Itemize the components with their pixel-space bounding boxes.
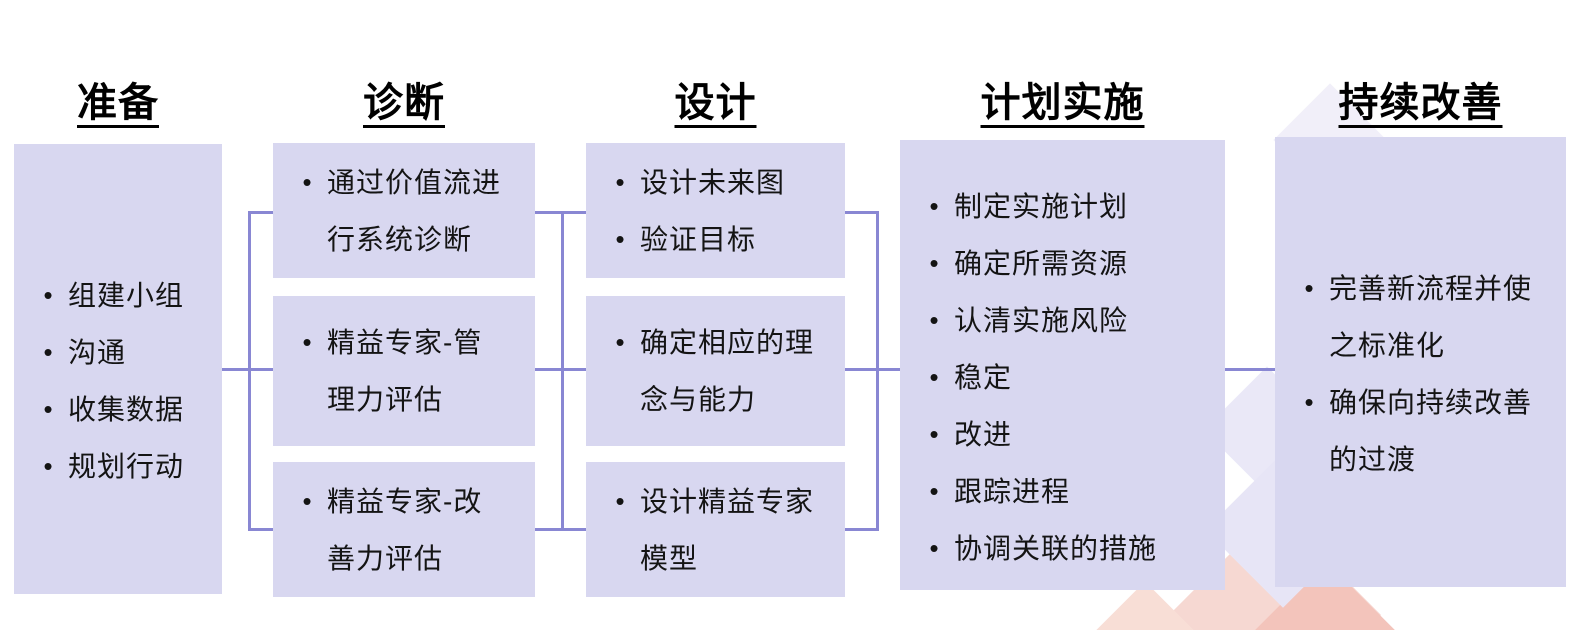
bullet-item: • 收集数据 bbox=[28, 381, 218, 438]
bullet-dot: • bbox=[615, 485, 625, 516]
bullet-item: • 完善新流程并使之标准化 bbox=[1289, 260, 1562, 374]
heading-text: 设计 bbox=[674, 81, 757, 125]
bullet-item: • 规划行动 bbox=[28, 438, 218, 495]
bullet-item-text: 验证目标 bbox=[640, 223, 757, 255]
bullet-dot: • bbox=[302, 485, 312, 516]
bullet-item-text: 完善新流程并使之标准化 bbox=[1329, 273, 1533, 361]
connector-2-3-bottom-stub bbox=[535, 528, 588, 531]
stage-box-diagnosis-2: • 精益专家-管理力评估 bbox=[273, 296, 535, 446]
bullet-dot: • bbox=[615, 166, 625, 197]
connector-1-2-vertical bbox=[248, 211, 251, 531]
bullet-dot: • bbox=[929, 304, 939, 335]
connector-3-4-mid-stub bbox=[845, 368, 900, 371]
bullet-item: • 稳定 bbox=[914, 349, 1221, 406]
bullet-item-text: 精益专家-改善力评估 bbox=[327, 485, 483, 574]
bullet-item-text: 稳定 bbox=[954, 361, 1013, 393]
bullet-dot: • bbox=[43, 280, 53, 310]
connector-1-2-bottom-stub bbox=[248, 528, 275, 531]
bullet-item-text: 组建小组 bbox=[68, 280, 185, 311]
bullet-dot: • bbox=[1304, 273, 1314, 303]
connector-1-2-top-stub bbox=[248, 211, 275, 214]
bullet-item-text: 沟通 bbox=[68, 337, 127, 368]
bullet-dot: • bbox=[929, 475, 939, 506]
bullet-dot: • bbox=[929, 247, 939, 278]
bullet-dot: • bbox=[615, 327, 625, 357]
stage-box-design-2: • 确定相应的理念与能力 bbox=[586, 296, 845, 446]
bullet-dot: • bbox=[302, 327, 312, 357]
column-heading-diagnosis: 诊断 bbox=[273, 70, 535, 125]
bullet-item: • 验证目标 bbox=[600, 211, 841, 268]
bullet-dot: • bbox=[302, 166, 312, 197]
bullet-item-text: 设计精益专家模型 bbox=[640, 485, 815, 574]
bullet-item-text: 认清实施风险 bbox=[954, 304, 1129, 336]
bullet-dot: • bbox=[43, 337, 53, 367]
stage-box-diagnosis-3: • 精益专家-改善力评估 bbox=[273, 462, 535, 597]
bullet-item: • 制定实施计划 bbox=[914, 178, 1221, 235]
bullet-item: • 设计未来图 bbox=[600, 154, 841, 211]
heading-text: 持续改善 bbox=[1338, 81, 1503, 125]
bullet-item-text: 设计未来图 bbox=[640, 166, 786, 198]
bullet-dot: • bbox=[43, 394, 53, 424]
bullet-item: • 确保向持续改善的过渡 bbox=[1289, 374, 1562, 488]
bullet-item-text: 规划行动 bbox=[68, 451, 185, 482]
stage-box-continuous-improvement: • 完善新流程并使之标准化 • 确保向持续改善的过渡 bbox=[1275, 137, 1566, 587]
bullet-item: • 设计精益专家模型 bbox=[600, 473, 841, 587]
bullet-dot: • bbox=[615, 223, 625, 254]
connector-1-2-mid-stub bbox=[222, 368, 275, 371]
bullet-item-text: 确定相应的理念与能力 bbox=[640, 327, 815, 415]
connector-2-3-top-stub bbox=[535, 211, 588, 214]
stage-box-design-1: • 设计未来图 • 验证目标 bbox=[586, 143, 845, 278]
bullet-item: • 改进 bbox=[914, 406, 1221, 463]
column-heading-plan-implementation: 计划实施 bbox=[900, 70, 1225, 125]
bullet-item: • 通过价值流进行系统诊断 bbox=[287, 154, 531, 268]
bullet-dot: • bbox=[929, 418, 939, 449]
bullet-item: • 组建小组 bbox=[28, 267, 218, 324]
bullet-item: • 协调关联的措施 bbox=[914, 520, 1221, 577]
stage-box-diagnosis-1: • 通过价值流进行系统诊断 bbox=[273, 143, 535, 278]
bullet-item-text: 跟踪进程 bbox=[954, 475, 1071, 507]
bullet-item-text: 制定实施计划 bbox=[954, 190, 1129, 222]
bullet-dot: • bbox=[1304, 387, 1314, 417]
heading-text: 计划实施 bbox=[980, 81, 1145, 125]
bullet-item-text: 改进 bbox=[954, 418, 1013, 450]
stage-box-plan-implementation: • 制定实施计划 • 确定所需资源 • 认清实施风险 • 稳定 • 改进 • 跟踪进程 • 协调关联的措施 bbox=[900, 140, 1225, 590]
connector-3-4-bottom-stub bbox=[845, 528, 879, 531]
bullet-item: • 跟踪进程 bbox=[914, 463, 1221, 520]
bullet-dot: • bbox=[929, 532, 939, 563]
column-heading-continuous-improvement: 持续改善 bbox=[1275, 70, 1566, 125]
bullet-item-text: 精益专家-管理力评估 bbox=[327, 327, 483, 415]
column-heading-preparation: 准备 bbox=[14, 70, 222, 125]
heading-text: 准备 bbox=[77, 81, 159, 125]
stage-box-preparation: • 组建小组 • 沟通 • 收集数据 • 规划行动 bbox=[14, 144, 222, 594]
bullet-dot: • bbox=[929, 190, 939, 221]
bullet-dot: • bbox=[929, 361, 939, 392]
stage-box-design-3: • 设计精益专家模型 bbox=[586, 462, 845, 597]
bullet-item: • 确定相应的理念与能力 bbox=[600, 314, 841, 428]
bullet-item-text: 通过价值流进行系统诊断 bbox=[327, 166, 502, 255]
connector-2-3-mid-stub bbox=[535, 368, 588, 371]
bullet-item-text: 收集数据 bbox=[68, 394, 185, 425]
bullet-dot: • bbox=[43, 451, 53, 481]
connector-3-4-top-stub bbox=[845, 211, 879, 214]
bullet-item-text: 确定所需资源 bbox=[954, 247, 1129, 279]
connector-2-3-vertical bbox=[561, 211, 564, 531]
connector-4-5-horizontal bbox=[1225, 368, 1275, 371]
bullet-item: • 沟通 bbox=[28, 324, 218, 381]
bullet-item: • 认清实施风险 bbox=[914, 292, 1221, 349]
bullet-item: • 确定所需资源 bbox=[914, 235, 1221, 292]
column-heading-design: 设计 bbox=[586, 70, 845, 125]
bullet-item: • 精益专家-管理力评估 bbox=[287, 314, 531, 428]
connector-3-4-vertical bbox=[876, 211, 879, 531]
bullet-item: • 精益专家-改善力评估 bbox=[287, 473, 531, 587]
bullet-item-text: 确保向持续改善的过渡 bbox=[1329, 387, 1533, 475]
heading-text: 诊断 bbox=[363, 81, 445, 125]
bullet-item-text: 协调关联的措施 bbox=[954, 532, 1158, 564]
